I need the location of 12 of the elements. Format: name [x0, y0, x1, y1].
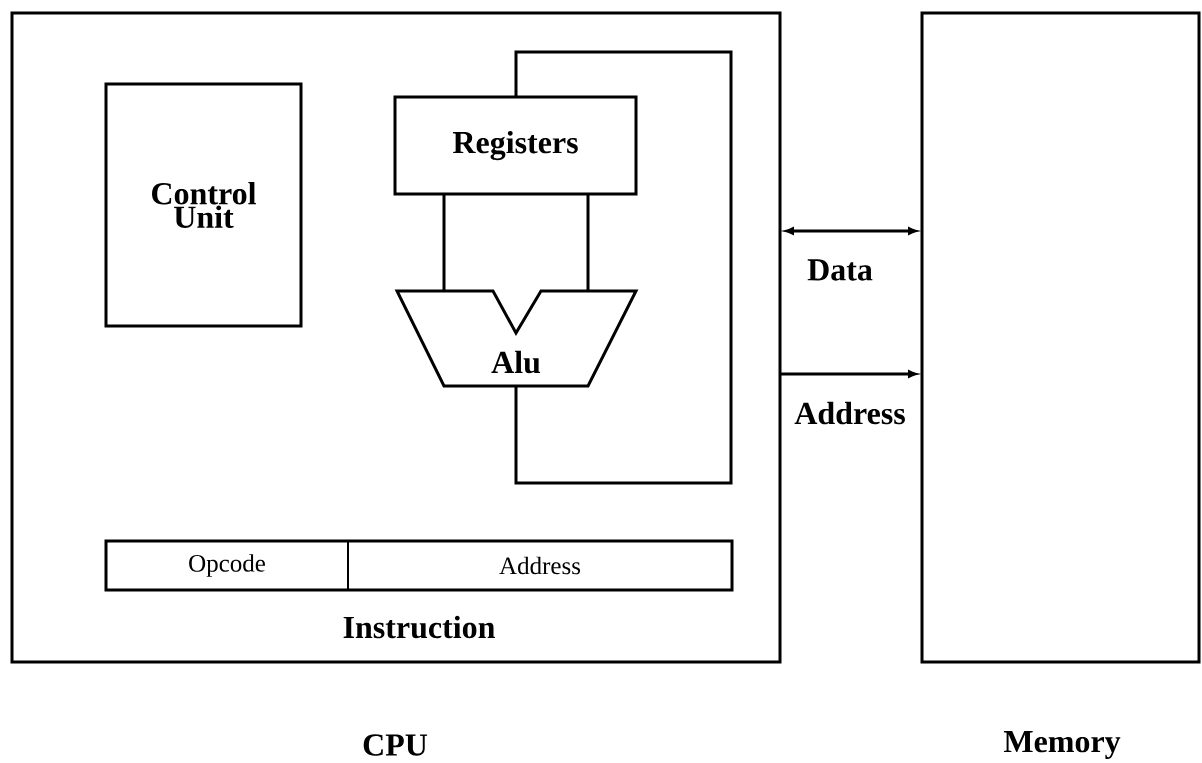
cpu-label: CPU: [363, 734, 428, 756]
registers-box: Registers: [393, 95, 638, 196]
bus-line: [442, 194, 446, 291]
instruction-label: Instruction: [343, 615, 495, 639]
address-field: Address: [347, 540, 733, 591]
opcode-field: Opcode: [105, 540, 349, 591]
edge-label: Data: [805, 257, 875, 283]
control-unit-box: Control Unit: [104, 82, 303, 328]
edge-label: Address: [792, 399, 908, 427]
memory-label: Memory: [1003, 731, 1121, 759]
feedback-line: [514, 50, 733, 485]
bus-line: [586, 194, 590, 291]
